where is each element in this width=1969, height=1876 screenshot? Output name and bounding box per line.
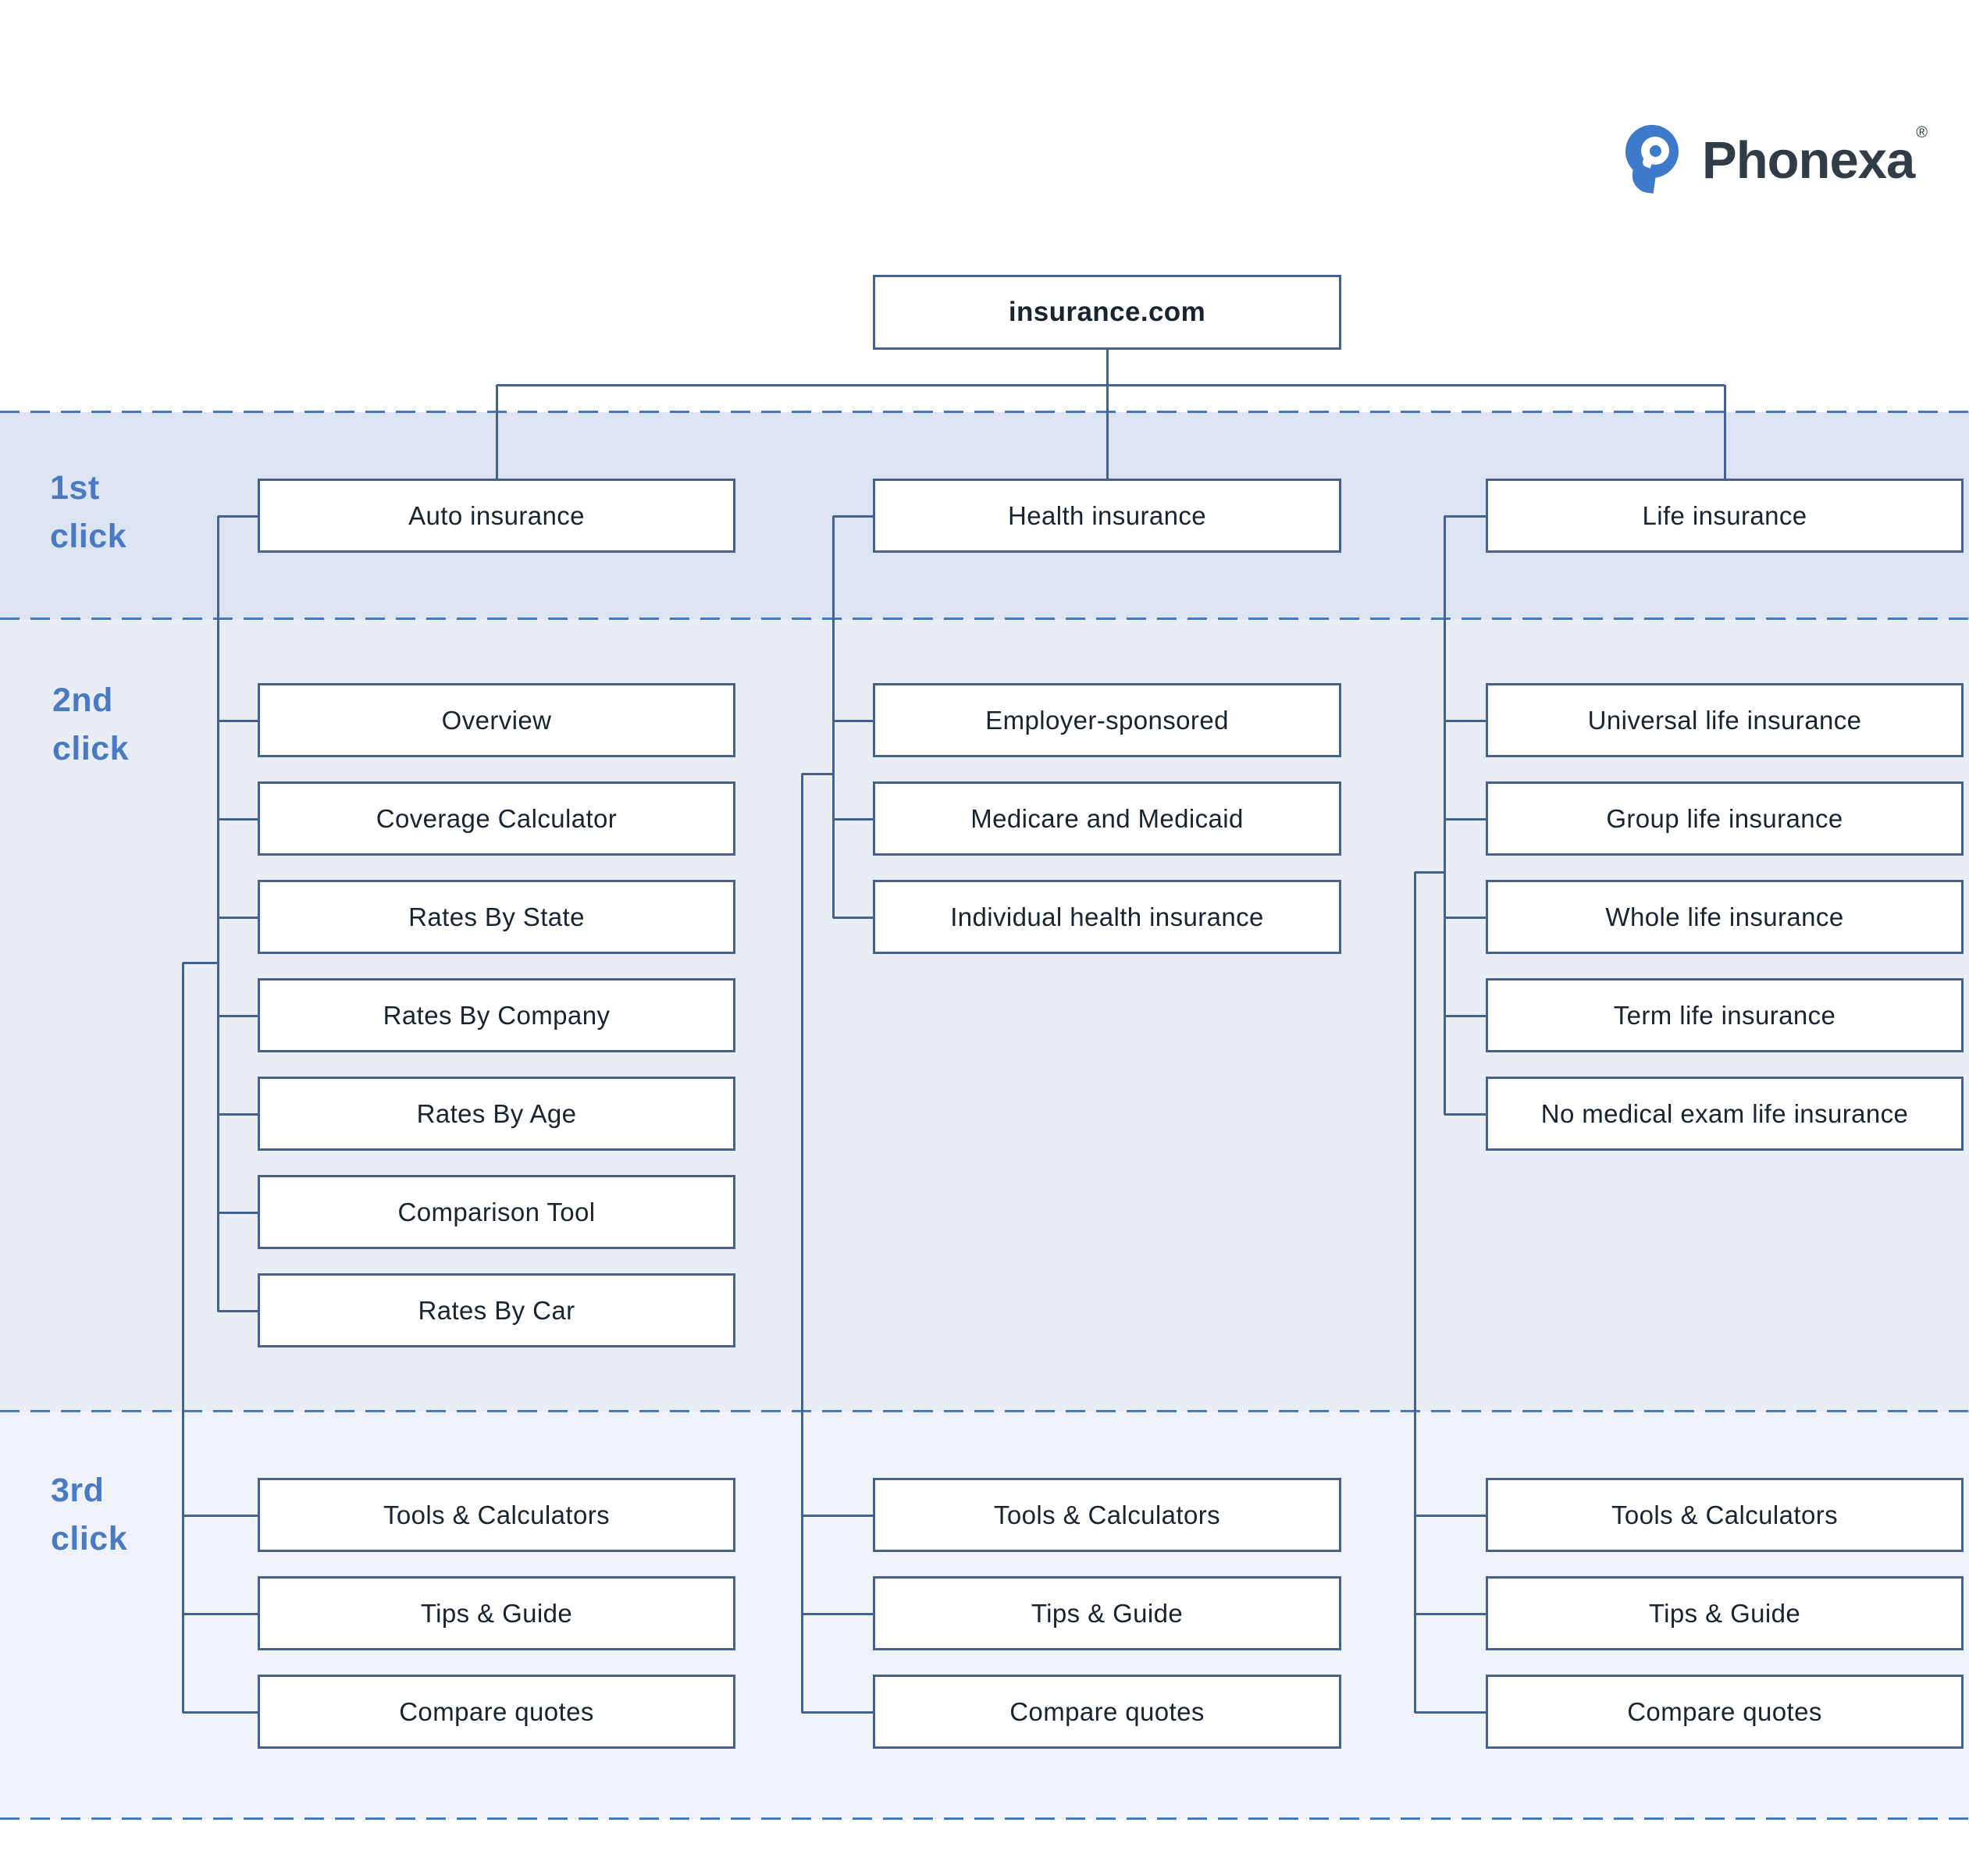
node-auto-insurance: Auto insurance xyxy=(258,479,735,553)
node-term-life-insurance: Term life insurance xyxy=(1486,978,1964,1052)
connector-line xyxy=(218,1211,258,1214)
node-employer-sponsored: Employer-sponsored xyxy=(873,683,1341,757)
connector-line xyxy=(802,1612,873,1615)
phonexa-wordmark: Phonexa® xyxy=(1702,124,1928,190)
label-3rd-click: 3rd click xyxy=(51,1466,127,1563)
connector-line xyxy=(218,1112,258,1116)
connector-line xyxy=(218,817,258,821)
node-compare-quotes-life-insurance: Compare quotes xyxy=(1486,1675,1964,1749)
node-universal-life-insurance: Universal life insurance xyxy=(1486,683,1964,757)
node-rates-by-age: Rates By Age xyxy=(258,1077,735,1151)
label-line: 3rd xyxy=(51,1472,105,1509)
label-line: 1st xyxy=(50,469,100,507)
phonexa-logo: Phonexa® xyxy=(1625,117,1928,203)
node-rates-by-state: Rates By State xyxy=(258,880,735,954)
node-compare-quotes-auto-insurance: Compare quotes xyxy=(258,1675,735,1749)
connector-line xyxy=(1444,916,1486,919)
connector-line xyxy=(1106,350,1109,385)
connector-line xyxy=(833,916,873,919)
node-life-insurance: Life insurance xyxy=(1486,479,1964,553)
connector-line xyxy=(218,916,258,919)
node-compare-quotes-health-insurance: Compare quotes xyxy=(873,1675,1341,1749)
connector-line xyxy=(218,1309,258,1312)
connector-line xyxy=(1444,719,1486,722)
band-divider-dashed xyxy=(0,1410,1969,1412)
connector-line xyxy=(1415,871,1444,874)
label-2nd-click: 2nd click xyxy=(52,676,129,773)
connector-line xyxy=(1724,385,1726,479)
node-root-insurance-com: insurance.com xyxy=(873,275,1341,350)
node-tools-calculators-life-insurance: Tools & Calculators xyxy=(1486,1478,1964,1552)
connector-line xyxy=(1444,1014,1486,1017)
node-group-life-insurance: Group life insurance xyxy=(1486,781,1964,856)
node-health-insurance: Health insurance xyxy=(873,479,1341,553)
label-line: click xyxy=(51,1520,128,1557)
connector-line xyxy=(1106,385,1109,479)
node-rates-by-company: Rates By Company xyxy=(258,978,735,1052)
connector-line xyxy=(1444,817,1486,821)
registered-mark: ® xyxy=(1916,124,1928,142)
connector-line xyxy=(183,962,218,964)
connector-line xyxy=(218,1014,258,1017)
connector-line xyxy=(1414,872,1416,1713)
connector-line xyxy=(802,1514,873,1517)
label-line: 2nd xyxy=(52,682,113,719)
connector-line xyxy=(217,515,219,1312)
connector-line xyxy=(802,1710,873,1714)
node-tools-calculators-auto-insurance: Tools & Calculators xyxy=(258,1478,735,1552)
connector-line xyxy=(802,773,833,775)
connector-line xyxy=(1444,514,1486,518)
band-divider-dashed xyxy=(0,618,1969,620)
connector-line xyxy=(496,385,498,479)
band-divider-dashed xyxy=(0,411,1969,413)
node-no-medical-exam-life-insurance: No medical exam life insurance xyxy=(1486,1077,1964,1151)
node-medicare-and-medicaid: Medicare and Medicaid xyxy=(873,781,1341,856)
label-line: click xyxy=(50,518,127,555)
connector-line xyxy=(832,515,835,918)
connector-line xyxy=(182,963,184,1713)
label-line: click xyxy=(52,730,130,767)
connector-line xyxy=(183,1612,258,1615)
phonexa-pin-icon xyxy=(1625,123,1680,197)
connector-line xyxy=(218,719,258,722)
connector-line xyxy=(1444,1112,1486,1116)
node-tools-calculators-health-insurance: Tools & Calculators xyxy=(873,1478,1341,1552)
connector-line xyxy=(801,774,803,1713)
node-coverage-calculator: Coverage Calculator xyxy=(258,781,735,856)
connector-line xyxy=(833,719,873,722)
connector-line xyxy=(1415,1514,1486,1517)
node-comparison-tool: Comparison Tool xyxy=(258,1175,735,1249)
node-tips-guide-auto-insurance: Tips & Guide xyxy=(258,1576,735,1650)
node-tips-guide-life-insurance: Tips & Guide xyxy=(1486,1576,1964,1650)
connector-line xyxy=(1415,1612,1486,1615)
connector-line xyxy=(833,514,873,518)
connector-line xyxy=(1444,515,1446,1115)
connector-line xyxy=(218,514,258,518)
band-divider-dashed xyxy=(0,1817,1969,1820)
connector-line xyxy=(833,817,873,821)
node-overview: Overview xyxy=(258,683,735,757)
node-individual-health-insurance: Individual health insurance xyxy=(873,880,1341,954)
node-rates-by-car: Rates By Car xyxy=(258,1273,735,1347)
connector-line xyxy=(1415,1710,1486,1714)
connector-line xyxy=(497,384,1725,386)
connector-line xyxy=(183,1710,258,1714)
node-whole-life-insurance: Whole life insurance xyxy=(1486,880,1964,954)
label-1st-click: 1st click xyxy=(50,464,126,561)
connector-line xyxy=(183,1514,258,1517)
node-tips-guide-health-insurance: Tips & Guide xyxy=(873,1576,1341,1650)
